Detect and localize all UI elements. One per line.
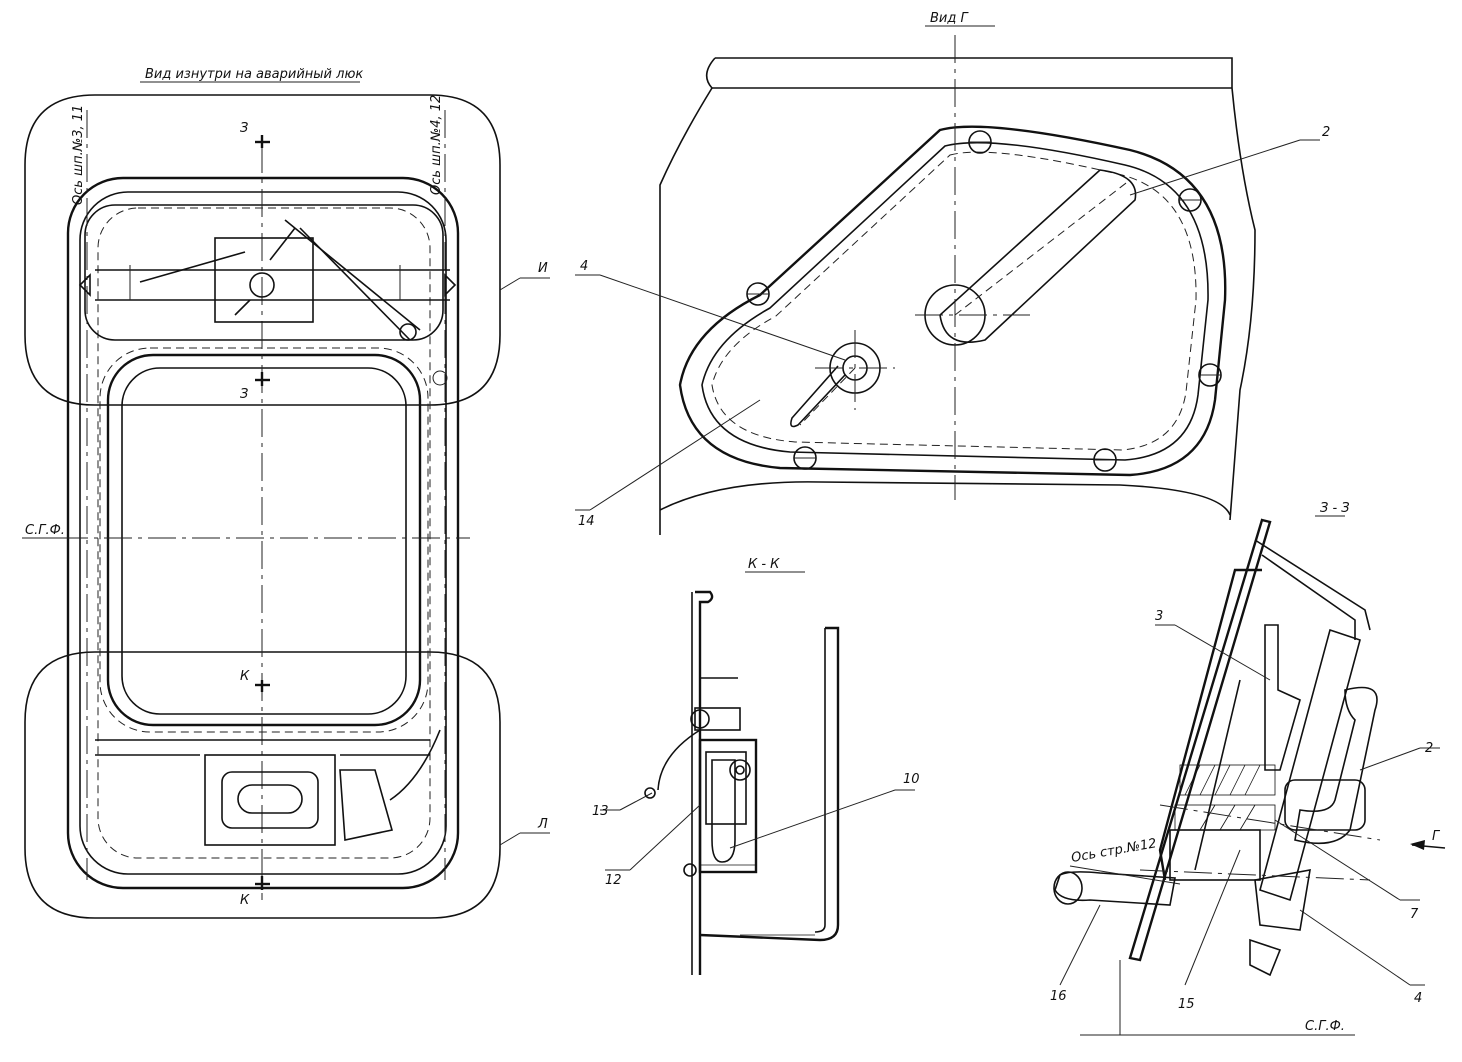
view-g-callout-14: 14 [578, 514, 595, 529]
section-z-top-label: З [240, 121, 248, 136]
hatch-view-title: Вид изнутри на аварийный люк [145, 67, 363, 82]
zz-callout-15: 15 [1178, 997, 1195, 1012]
kk-callout-12: 12 [605, 873, 622, 888]
door-panel [699, 626, 840, 942]
zz-callout-16: 16 [1050, 989, 1067, 1004]
zz-callout-7: 7 [1410, 907, 1419, 922]
kk-callout-10: 10 [903, 772, 920, 787]
cover-plate-outer [678, 125, 1227, 477]
upper-lock-mechanism [78, 219, 457, 386]
section-kk-title: К - К [748, 557, 780, 572]
handle-2 [939, 169, 1137, 344]
section-zz-title: З - З [1320, 501, 1350, 516]
section-zz: З - З [1050, 501, 1446, 1036]
view-g-title: Вид Г [930, 11, 969, 26]
zz-rod-3 [1264, 624, 1301, 771]
section-kk: К - К 10 13 12 [592, 557, 920, 975]
zz-frame-axis-label: Ось стр.№12 [1070, 836, 1158, 866]
callout-l-label: Л [537, 817, 548, 832]
callout-region-l [24, 651, 501, 919]
sgf-axis-label: С.Г.Ф. [25, 523, 65, 538]
hatch-inside-view: Вид изнутри на аварийный люк Ось шп.№3, … [22, 67, 550, 919]
zz-callout-3: 3 [1155, 609, 1163, 624]
zz-handle-2 [1294, 686, 1378, 845]
view-g-callout-4: 4 [580, 259, 588, 274]
zz-sgf-label: С.Г.Ф. [1305, 1019, 1345, 1034]
section-k-bottom-label: К [240, 893, 250, 908]
lower-handle-assembly [95, 729, 441, 846]
zz-view-arrow-label: Г [1432, 829, 1441, 844]
axis-label-right: Ось шп.№4, 12 [429, 95, 444, 195]
zz-callout-2: 2 [1425, 741, 1433, 756]
axis-label-left: Ось шп.№3, 11 [71, 105, 86, 205]
kk-callout-13: 13 [592, 804, 609, 819]
callout-i-label: И [538, 261, 548, 276]
zz-callout-4: 4 [1414, 991, 1422, 1006]
leader-l [499, 832, 521, 846]
section-z-bottom-label: З [240, 387, 248, 402]
view-g-callout-2: 2 [1322, 125, 1330, 140]
hatch-opening [106, 353, 422, 727]
cover-bolts [746, 130, 1222, 472]
section-k-top-label: К [240, 669, 250, 684]
view-g: Вид Г [575, 11, 1330, 535]
leader-i [499, 277, 521, 291]
